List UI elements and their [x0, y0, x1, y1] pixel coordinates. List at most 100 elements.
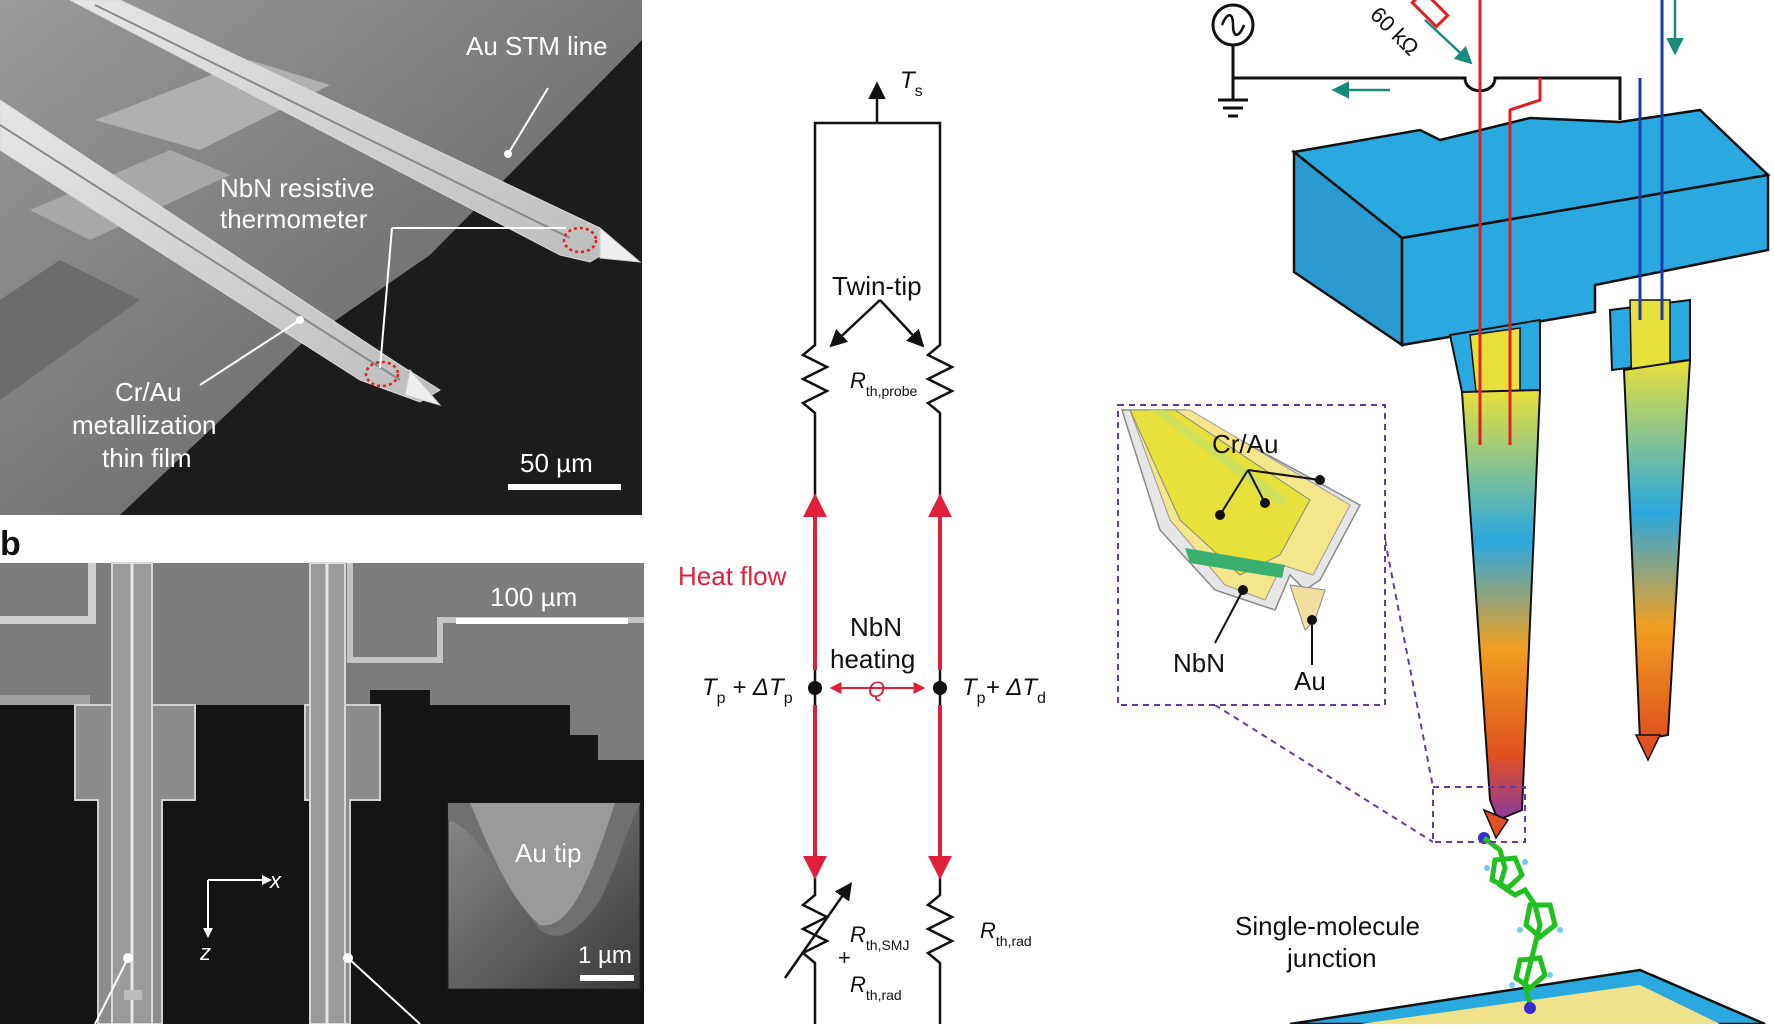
- node-left: [808, 681, 822, 695]
- heat-flow-arrows: [803, 493, 952, 880]
- inset-layer-green: [1185, 548, 1285, 578]
- zoom-box-tip: [1432, 786, 1526, 843]
- molecule: [1478, 832, 1563, 1014]
- twin-tip-arrow-left: [829, 299, 881, 348]
- resistor-60k-label: 60 kΩ: [1365, 2, 1424, 61]
- probe-lower: [0, 99, 441, 403]
- r-rad-left-label: Rth,rad: [850, 972, 902, 1003]
- inset-dot: [1238, 585, 1248, 595]
- inset-callout: [1214, 589, 1244, 644]
- panel-b: 100 µm x z Au tip 1 µm: [0, 562, 644, 1025]
- zoom-connector: [1384, 539, 1434, 788]
- nbn-label: NbN: [850, 612, 902, 642]
- resistor-probe-left: [800, 330, 830, 420]
- resistor-probe-right: [925, 330, 955, 420]
- scale-bar-b-label: 100 µm: [490, 582, 577, 612]
- resistor-smj: [800, 880, 830, 1024]
- label-cr-au-3: thin film: [102, 443, 192, 473]
- hydrogen: [1557, 927, 1563, 933]
- inset-scale-label: 1 µm: [578, 942, 632, 969]
- molecule-chain: [1482, 836, 1543, 1006]
- twin-tip-arrow-right: [879, 299, 925, 348]
- inset-label: Au tip: [515, 838, 582, 868]
- variable-arrow: [783, 882, 853, 979]
- callout-line: [379, 227, 393, 369]
- ts-label: Ts: [900, 67, 923, 100]
- hydrogen: [1522, 859, 1528, 865]
- label-nbn-1: NbN resistive: [220, 173, 375, 203]
- heat-flow-label: Heat flow: [678, 561, 787, 591]
- resistor-rad-right: [925, 880, 955, 1024]
- callout-line: [507, 87, 549, 155]
- tip-right-shaft: [1622, 358, 1692, 742]
- inset-scale-bar: [580, 975, 634, 981]
- callout-line: [199, 319, 301, 386]
- scale-bar-a-label: 50 µm: [520, 448, 593, 478]
- axis-z-label: z: [199, 940, 211, 965]
- inset-nbn-label: NbN: [1173, 648, 1225, 678]
- probe-lower-tip: [404, 368, 442, 406]
- scale-bar-b: [456, 618, 628, 624]
- r-smj-label: Rth,SMJ: [850, 922, 909, 953]
- hydrogen: [1517, 927, 1523, 933]
- tp-left-label: Tp + ΔTp: [702, 674, 793, 707]
- current-arrow-teal: [1424, 19, 1473, 65]
- callout-dot: [504, 150, 512, 158]
- tip-right-point: [1634, 734, 1662, 762]
- probe-upper-tip: [599, 226, 642, 263]
- thermal-circuit: [783, 81, 955, 1024]
- cantilever-side: [1400, 173, 1770, 347]
- probe-upper-line: [94, 4, 571, 239]
- inset-dot: [1260, 498, 1270, 508]
- tp-right-label: Tp+ ΔTd: [962, 674, 1046, 707]
- trace-l-shape: [0, 563, 96, 624]
- resistor-60k: [1410, 0, 1450, 29]
- molecule-ring: [1489, 855, 1525, 892]
- probe-left-pad: [124, 990, 142, 1000]
- ac-wave-icon: [1220, 14, 1246, 36]
- chip-edge: [0, 695, 90, 705]
- tip-left-shaft: [1460, 388, 1542, 822]
- twin-tip-label: Twin-tip: [832, 271, 922, 301]
- r-rad-right-label: Rth,rad: [980, 918, 1032, 949]
- label-cr-au-1: Cr/Au: [115, 377, 181, 407]
- molecule-ring: [1523, 902, 1558, 941]
- axis-x-label: x: [269, 868, 282, 893]
- zoom-connector: [1214, 704, 1434, 843]
- panel-a: Au STM line NbN resistive thermometer Cr…: [0, 0, 642, 515]
- schematic: 60 kΩ: [1117, 0, 1771, 1026]
- inset-callout: [1247, 469, 1321, 481]
- hydrogen: [1547, 972, 1553, 978]
- substrate-top: [1360, 985, 1720, 1024]
- heating-label: heating: [830, 644, 915, 674]
- molecule-label-1: Single-molecule: [1235, 911, 1420, 941]
- molecule-ring: [1513, 955, 1548, 992]
- ground-rail: [1233, 76, 1622, 120]
- inset-callout: [1247, 469, 1266, 504]
- callout-line: [347, 957, 421, 1025]
- inset-dot: [1315, 475, 1325, 485]
- inset-dot: [1215, 510, 1225, 520]
- label-nbn-2: thermometer: [220, 204, 368, 234]
- molecule-anchor: [1524, 1002, 1536, 1014]
- hydrogen: [1484, 865, 1490, 871]
- inset-callout: [1219, 469, 1249, 516]
- molecule-label-2: junction: [1286, 943, 1377, 973]
- chip-side: [0, 260, 140, 400]
- thermometer-marker-lower: [364, 360, 400, 388]
- inset-dot: [1307, 615, 1317, 625]
- inset-stripe: [1150, 410, 1290, 505]
- node-right: [933, 681, 947, 695]
- thermometer-marker-upper: [562, 226, 598, 254]
- hydrogen: [1509, 982, 1515, 988]
- callout-line: [94, 957, 129, 1025]
- inset-layer-yellow: [1129, 409, 1311, 576]
- plus-label: +: [838, 945, 851, 970]
- probe-lower-line: [0, 124, 401, 381]
- inset-tip-body: [470, 803, 615, 926]
- panel-b-letter: b: [0, 525, 21, 563]
- r-probe-label: Rth,probe: [850, 368, 917, 399]
- scale-bar-a: [508, 484, 621, 490]
- wire-red: [1508, 78, 1542, 445]
